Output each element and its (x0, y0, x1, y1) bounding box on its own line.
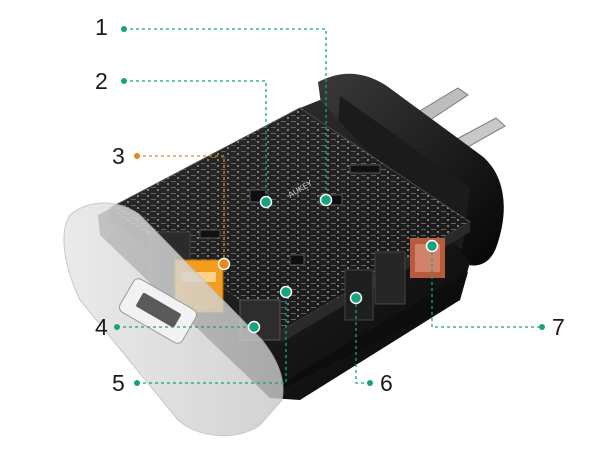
callout-7-origin-dot (539, 324, 545, 330)
leader-line-6 (355, 298, 370, 384)
callout-1-origin-dot (121, 26, 127, 32)
callout-6-origin-dot (367, 380, 373, 386)
callout-dots (114, 26, 545, 386)
callout-2-target-dot (259, 195, 273, 209)
callout-7-target-dot (425, 239, 439, 253)
callout-number-2: 2 (95, 68, 108, 94)
callout-number-6: 6 (380, 370, 393, 396)
callout-3-target-dot (217, 257, 231, 271)
callout-1-target-dot (319, 193, 333, 207)
leader-line-1 (124, 28, 327, 198)
callout-5-origin-dot (134, 380, 140, 386)
callout-3-origin-dot (134, 153, 140, 159)
callout-4-origin-dot (114, 324, 120, 330)
callout-6-target-dot (349, 291, 363, 305)
callout-5-target-dot (279, 285, 293, 299)
callout-4-target-dot (247, 320, 261, 334)
callout-number-3: 3 (112, 143, 125, 169)
leader-line-5 (137, 292, 287, 384)
leader-line-3 (137, 155, 225, 264)
callout-2-origin-dot (121, 78, 127, 84)
callout-number-7: 7 (552, 314, 565, 340)
callout-number-1: 1 (95, 14, 108, 40)
leader-line-7 (431, 246, 542, 328)
callout-number-4: 4 (95, 314, 108, 340)
callout-number-5: 5 (112, 370, 125, 396)
